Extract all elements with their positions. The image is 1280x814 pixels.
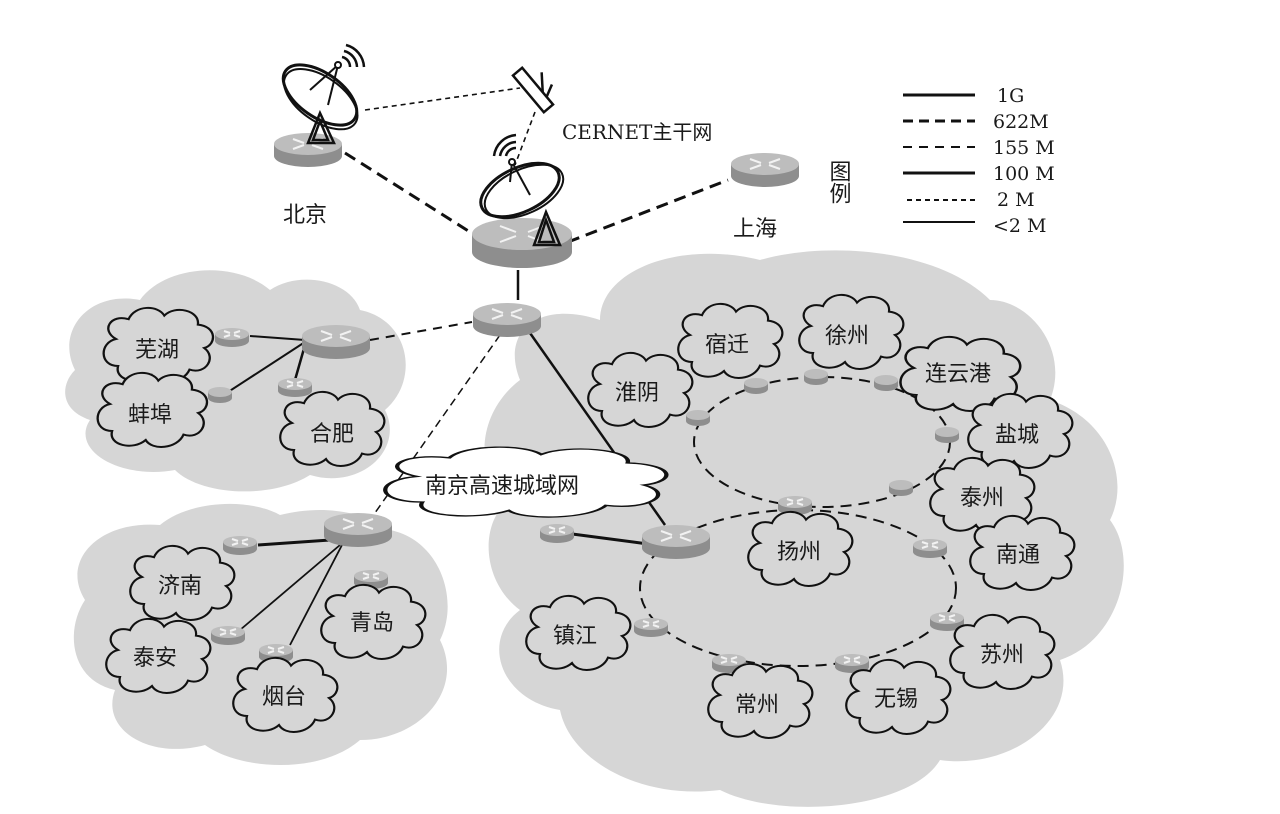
link-gateway-anhui xyxy=(369,321,473,341)
router-shanghai[interactable] xyxy=(730,152,800,188)
label-yangzhou: 扬州 xyxy=(777,540,821,565)
label-beijing: 北京 xyxy=(283,203,327,228)
router-taian[interactable] xyxy=(210,625,246,646)
label-jinan: 济南 xyxy=(158,574,202,599)
link-satellite-core xyxy=(514,111,536,166)
legend-label-2m: 2 M xyxy=(997,189,1035,211)
router-hefei[interactable] xyxy=(277,377,313,398)
router-wuhu[interactable] xyxy=(214,327,250,348)
link-beijing-satellite xyxy=(364,87,521,111)
legend-label-lt2m: <2 M xyxy=(993,215,1047,237)
router-zhenjiang[interactable] xyxy=(633,617,669,638)
router-gateway[interactable] xyxy=(472,302,542,338)
label-hefei: 合肥 xyxy=(310,422,354,447)
router-nantong[interactable] xyxy=(912,538,948,559)
router-hefei-hub[interactable] xyxy=(301,324,371,360)
label-suqian: 宿迁 xyxy=(705,333,749,358)
link-shanghai-core xyxy=(567,178,729,244)
label-huaiyin: 淮阴 xyxy=(615,381,659,406)
satellite-icon xyxy=(511,65,555,115)
router-bengbu[interactable] xyxy=(208,387,232,403)
south-ring xyxy=(639,509,957,667)
label-shanghai: 上海 xyxy=(733,217,777,242)
label-wuhu: 芜湖 xyxy=(135,338,179,363)
link-beijing-core xyxy=(344,151,471,234)
label-nantong: 南通 xyxy=(996,543,1040,568)
jiangsu-network xyxy=(539,369,965,674)
router-taizhou[interactable] xyxy=(889,480,913,496)
anhui-network xyxy=(208,324,371,403)
legend-label-1g: 1G xyxy=(997,85,1024,107)
router-huaiyin[interactable] xyxy=(686,410,710,426)
satellite-dish-icon xyxy=(281,43,366,145)
satellite-dish-icon xyxy=(479,133,565,247)
router-lianyungang[interactable] xyxy=(874,375,898,391)
label-lianyungang: 连云港 xyxy=(925,362,991,387)
legend-label-155m: 155 M xyxy=(993,137,1055,159)
label-qingdao: 青岛 xyxy=(350,611,394,636)
label-zhenjiang: 镇江 xyxy=(553,624,597,649)
label-taizhou: 泰州 xyxy=(960,486,1004,511)
backbone-title: CERNET主干网 xyxy=(562,120,712,144)
router-cernet-core[interactable] xyxy=(471,217,573,269)
label-xuzhou: 徐州 xyxy=(825,324,869,349)
router-xuzhou[interactable] xyxy=(804,369,828,385)
router-suqian[interactable] xyxy=(744,378,768,394)
label-nanjing-metro: 南京高速城域网 xyxy=(425,474,579,499)
router-nanjing-metro-hub[interactable] xyxy=(641,524,711,560)
router-jinan[interactable] xyxy=(222,535,258,556)
label-changzhou: 常州 xyxy=(735,693,779,718)
label-taian: 泰安 xyxy=(133,646,177,671)
shandong-network xyxy=(210,512,393,664)
label-yantai: 烟台 xyxy=(262,685,306,710)
legend-label-622m: 622M xyxy=(993,111,1049,133)
label-bengbu: 蚌埠 xyxy=(128,403,172,428)
router-jinan-hub[interactable] xyxy=(323,512,393,548)
legend: 1G 622M 155 M 100 M 2 M <2 M 图例 xyxy=(826,85,1055,237)
label-suzhou: 苏州 xyxy=(980,643,1024,668)
router-nanjing-metro[interactable] xyxy=(539,523,575,544)
legend-title: 图例 xyxy=(826,160,852,204)
label-yancheng: 盐城 xyxy=(995,423,1039,448)
router-yancheng[interactable] xyxy=(935,427,959,443)
label-wuxi: 无锡 xyxy=(874,687,918,712)
legend-label-100m: 100 M xyxy=(993,163,1055,185)
